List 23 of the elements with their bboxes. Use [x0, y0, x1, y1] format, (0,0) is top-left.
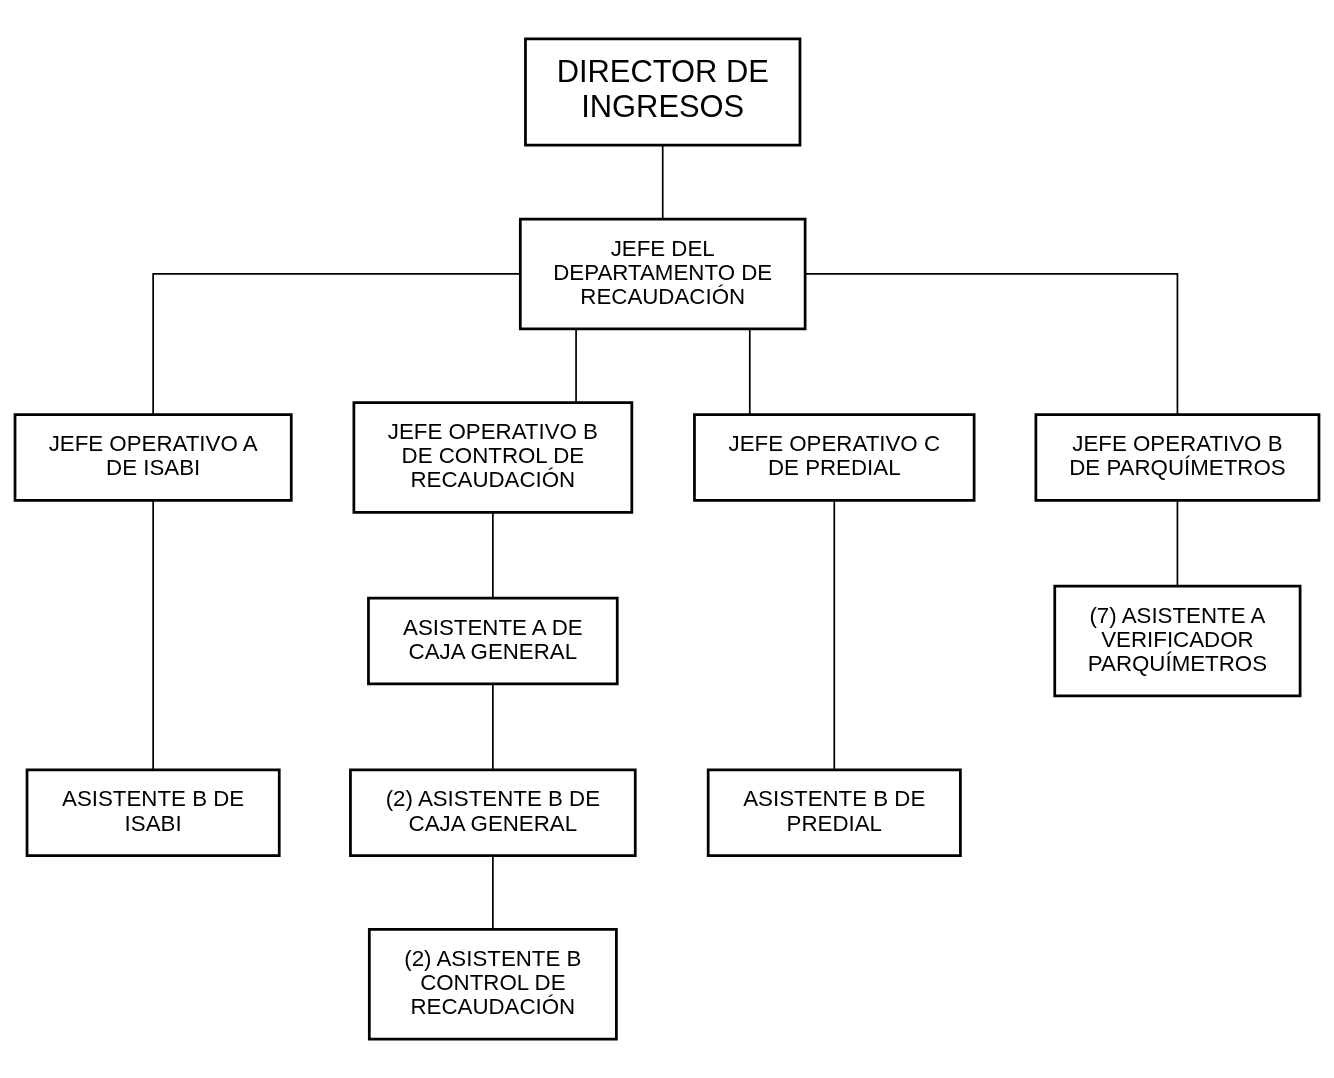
connector [492, 511, 494, 599]
connector [1176, 499, 1179, 587]
node-box: JEFE OPERATIVO A DE ISABI [13, 413, 293, 502]
connector [804, 273, 1179, 416]
node-box: (7) ASISTENTE A VERIFICADOR PARQUÍMETROS [1053, 584, 1302, 698]
connector [492, 683, 494, 771]
connector [748, 328, 751, 415]
node-box: (2) ASISTENTE B CONTROL DE RECAUDACIÓN [367, 927, 618, 1041]
node-box: (2) ASISTENTE B DE CAJA GENERAL [349, 768, 637, 857]
connector [575, 328, 577, 404]
node-box: ASISTENTE B DE ISABI [25, 768, 281, 857]
node-box: DIRECTOR DE INGRESOS [524, 37, 802, 147]
node-box: ASISTENTE A DE CAJA GENERAL [367, 596, 619, 686]
node-box: JEFE OPERATIVO B DE PARQUÍMETROS [1034, 413, 1321, 502]
node-box: JEFE DEL DEPARTAMENTO DE RECAUDACIÓN [518, 217, 807, 331]
node-box: ASISTENTE B DE PREDIAL [706, 768, 962, 857]
node-box: JEFE OPERATIVO B DE CONTROL DE RECAUDACIÓN [352, 401, 634, 514]
connector [152, 273, 521, 416]
connector [152, 500, 154, 771]
node-box: JEFE OPERATIVO C DE PREDIAL [693, 413, 976, 502]
connector [833, 500, 836, 771]
connector [492, 855, 494, 931]
connector [661, 144, 664, 220]
